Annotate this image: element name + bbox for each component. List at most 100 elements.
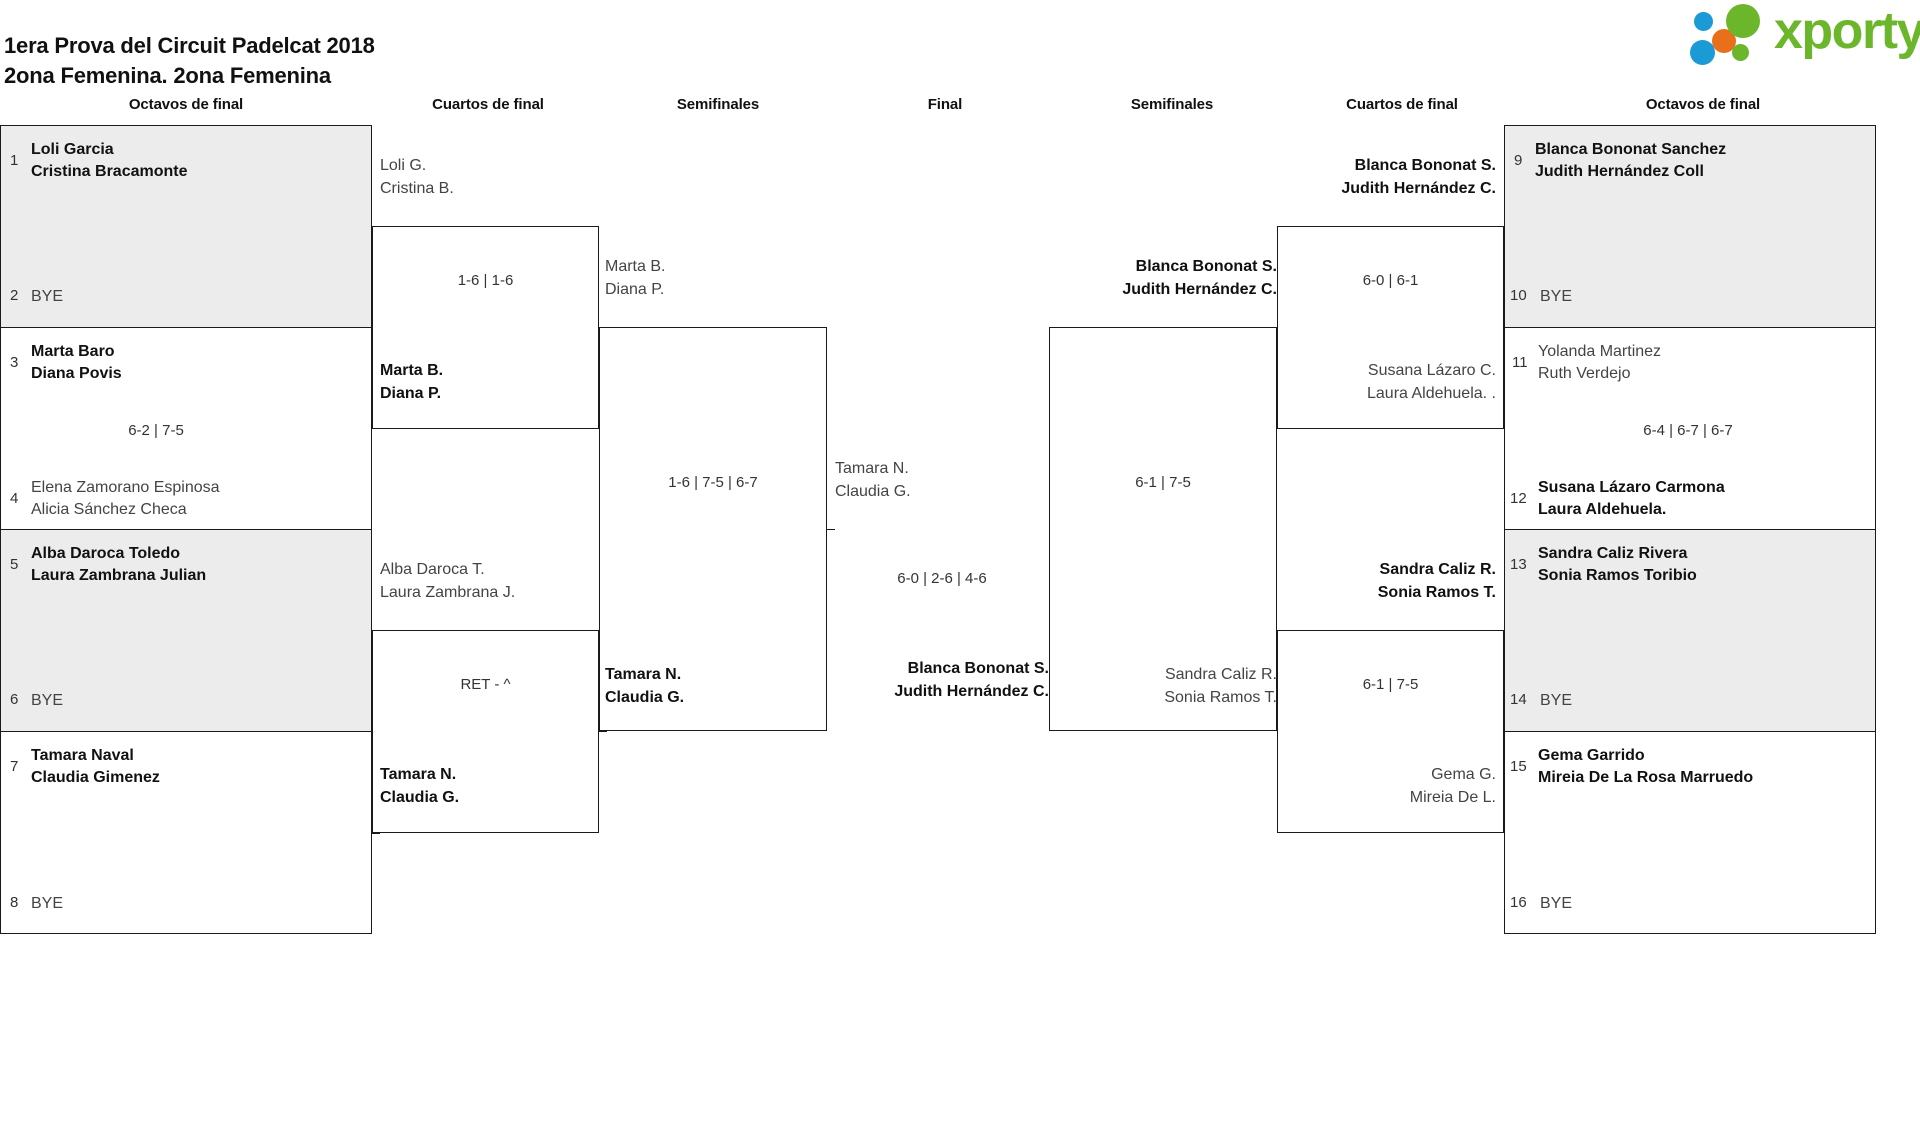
match-score: 6-1 | 7-5 — [1135, 474, 1191, 491]
player-name: Tamara Naval — [31, 747, 134, 764]
player-name: Blanca Bononat Sanchez — [1535, 141, 1727, 158]
logo-wordmark: xporty — [1774, 2, 1920, 60]
player-name: Judith Hernández C. — [1341, 180, 1496, 197]
player-name: Tamara N. — [605, 666, 682, 683]
seed-number: 16 — [1510, 894, 1527, 911]
player-name: Judith Hernández C. — [1122, 281, 1277, 298]
player-name: Sandra Caliz R. — [1164, 666, 1277, 683]
player-name: Gema G. — [1431, 766, 1496, 783]
player-name: Sandra Caliz R. — [1379, 561, 1496, 578]
seed-number: 9 — [1514, 152, 1523, 169]
match-score: 6-2 | 7-5 — [128, 422, 184, 439]
xporty-logo[interactable]: xporty — [1690, 2, 1920, 65]
seed-number: 6 — [10, 691, 19, 708]
round-header-semis-right: Semifinales — [1130, 96, 1214, 113]
seed-number: 10 — [1510, 287, 1527, 304]
round-header-octavos-right: Octavos de final — [1645, 96, 1761, 113]
round-header-cuartos-right: Cuartos de final — [1346, 96, 1458, 113]
player-name: Sonia Ramos Toribio — [1538, 567, 1697, 584]
player-name: Blanca Bononat S. — [907, 660, 1049, 677]
match-box-r-oct-4[interactable] — [1504, 731, 1876, 934]
player-name: Judith Hernández Coll — [1535, 163, 1704, 180]
player-name: Loli G. — [380, 157, 427, 174]
match-score: RET - ^ — [460, 676, 511, 693]
player-name: Claudia G. — [380, 789, 460, 806]
title-line-2: 2ona Femenina. 2ona Femenina — [4, 62, 331, 88]
player-name: Alba Daroca Toledo — [31, 545, 181, 562]
player-name: Diana P. — [380, 385, 442, 402]
logo-dot-blue-small — [1694, 12, 1713, 31]
player-name: Marta B. — [380, 362, 444, 379]
player-name: Claudia G. — [605, 689, 685, 706]
round-header-semis-left: Semifinales — [676, 96, 760, 113]
match-box-r-cua-1[interactable] — [1277, 226, 1504, 429]
player-name: Laura Aldehuela. — [1538, 501, 1667, 518]
match-score: 6-1 | 7-5 — [1362, 676, 1419, 693]
player-name: BYE — [31, 895, 64, 912]
player-name: Cristina Bracamonte — [31, 163, 188, 180]
title-line-1: 1era Prova del Circuit Padelcat 2018 — [4, 33, 375, 59]
player-name: Gema Garrido — [1538, 747, 1645, 764]
player-name: Alba Daroca T. — [380, 561, 485, 578]
player-name: Diana Povis — [31, 365, 122, 382]
match-score: 1-6 | 7-5 | 6-7 — [668, 474, 758, 491]
player-name: Judith Hernández C. — [894, 683, 1049, 700]
logo-dot-blue-large — [1690, 40, 1715, 65]
player-name: Tamara N. — [380, 766, 457, 783]
player-name: Tamara N. — [835, 460, 909, 477]
player-name: Blanca Bononat S. — [1354, 157, 1496, 174]
player-name: Marta Baro — [31, 343, 115, 360]
player-name: Susana Lázaro Carmona — [1538, 479, 1725, 496]
player-name: Yolanda Martinez — [1538, 343, 1662, 360]
match-box-l-cua-2[interactable] — [372, 630, 599, 833]
player-name: Laura Zambrana Julian — [31, 567, 207, 584]
match-score: 6-0 | 2-6 | 4-6 — [897, 570, 987, 587]
seed-number: 13 — [1510, 556, 1527, 573]
player-name: BYE — [1540, 895, 1573, 912]
player-name: Ruth Verdejo — [1538, 365, 1631, 382]
player-name: Alicia Sánchez Checa — [31, 501, 187, 518]
player-name: Diana P. — [605, 281, 665, 298]
match-box-r-semi[interactable] — [1049, 327, 1277, 731]
player-name: BYE — [31, 288, 64, 305]
player-name: Claudia Gimenez — [31, 769, 160, 786]
match-box-l-cua-1[interactable] — [372, 226, 599, 429]
player-name: BYE — [31, 692, 64, 709]
round-header-final: Final — [927, 96, 963, 113]
player-name: Cristina B. — [380, 180, 454, 197]
connector — [372, 833, 380, 834]
seed-number: 2 — [10, 287, 19, 304]
seed-number: 5 — [10, 556, 19, 573]
round-header-cuartos-left: Cuartos de final — [432, 96, 544, 113]
round-header-octavos-left: Octavos de final — [128, 96, 244, 113]
seed-number: 1 — [10, 152, 19, 169]
player-name: Blanca Bononat S. — [1135, 258, 1277, 275]
match-box-l-oct-1[interactable] — [0, 125, 372, 328]
match-box-r-oct-1[interactable] — [1504, 125, 1876, 328]
page-title: 1era Prova del Circuit Padelcat 2018 2on… — [4, 2, 375, 119]
player-name: Susana Lázaro C. — [1367, 362, 1496, 379]
match-score: 1-6 | 1-6 — [457, 272, 514, 289]
seed-number: 3 — [10, 354, 19, 371]
player-name: Sandra Caliz Rivera — [1538, 545, 1688, 562]
match-score: 6-0 | 6-1 — [1362, 272, 1419, 289]
player-name: BYE — [1540, 288, 1573, 305]
match-score: 6-4 | 6-7 | 6-7 — [1643, 422, 1733, 439]
match-box-r-oct-3[interactable] — [1504, 529, 1876, 732]
player-name: Sonia Ramos T. — [1377, 584, 1496, 601]
match-box-l-semi[interactable] — [599, 327, 827, 731]
logo-dot-green-small — [1732, 44, 1749, 61]
player-name: Marta B. — [605, 258, 666, 275]
player-name: Mireia De La Rosa Marruedo — [1538, 769, 1754, 786]
player-name: Claudia G. — [835, 483, 911, 500]
match-box-l-oct-3[interactable] — [0, 529, 372, 732]
match-box-l-oct-4[interactable] — [0, 731, 372, 934]
seed-number: 7 — [10, 758, 19, 775]
player-name: Laura Aldehuela. . — [1367, 385, 1496, 402]
player-name: Laura Zambrana J. — [380, 584, 516, 601]
seed-number: 4 — [10, 490, 19, 507]
connector — [599, 731, 607, 732]
player-name: Mireia De L. — [1409, 789, 1496, 806]
match-box-r-cua-2[interactable] — [1277, 630, 1504, 833]
seed-number: 11 — [1512, 354, 1528, 371]
